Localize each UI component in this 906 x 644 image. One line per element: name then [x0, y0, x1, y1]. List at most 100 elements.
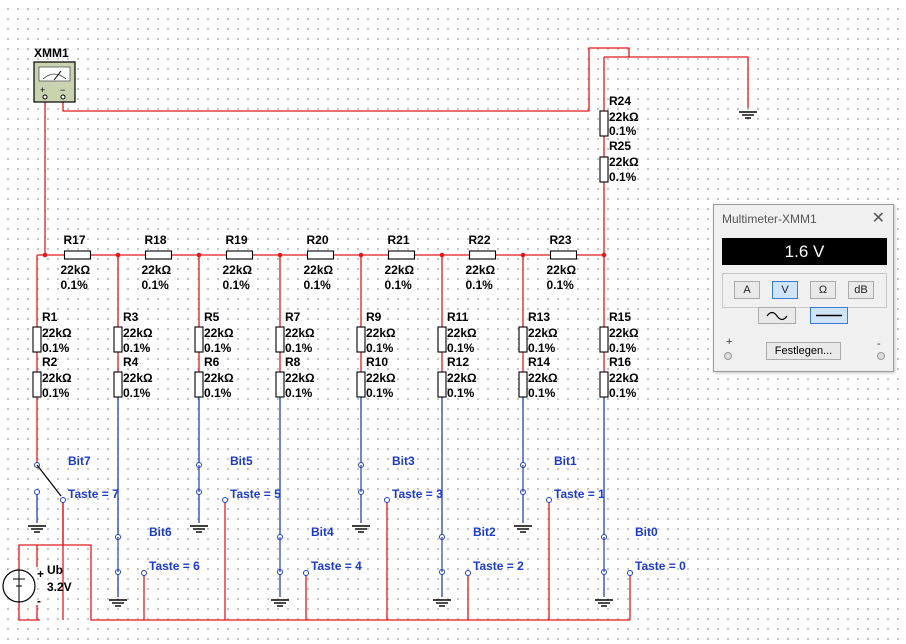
- resistor-tolerance: 0.1%: [123, 341, 151, 355]
- resistor-r24: [599, 110, 609, 137]
- resistor-label: R10: [366, 355, 388, 369]
- resistor-label: R4: [123, 355, 139, 369]
- switch-contact: [34, 489, 40, 495]
- meter-needle: [53, 70, 62, 81]
- wire-source-plus: [18, 544, 37, 570]
- resistor-value: 22kΩ: [285, 371, 315, 385]
- resistor-value: 22kΩ: [204, 371, 234, 385]
- junction-dot: [196, 252, 202, 258]
- resistor-label: R20: [307, 233, 329, 247]
- mode-button-ampere[interactable]: A: [734, 281, 760, 299]
- meter-terminal: [60, 94, 66, 100]
- resistor-label: R18: [145, 233, 167, 247]
- ground-icon: [433, 599, 451, 607]
- resistor-value: 22kΩ: [223, 263, 253, 277]
- resistor-tolerance: 0.1%: [609, 124, 637, 138]
- resistor-tolerance: 0.1%: [528, 341, 556, 355]
- wire-meter-minus: [62, 47, 749, 112]
- resistor-tolerance: 0.1%: [609, 341, 637, 355]
- switch-bit-label: Bit1: [554, 454, 577, 468]
- resistor-tolerance: 0.1%: [547, 278, 575, 292]
- resistor-label: R24: [609, 94, 631, 108]
- multimeter-title: Multimeter-XMM1: [722, 212, 817, 226]
- settings-button[interactable]: Festlegen...: [766, 342, 841, 360]
- resistor-tolerance: 0.1%: [304, 278, 332, 292]
- mode-button-ohm[interactable]: Ω: [810, 281, 836, 299]
- resistor-r25: [599, 156, 609, 183]
- resistor-label: R21: [388, 233, 410, 247]
- resistor-tolerance: 0.1%: [223, 278, 251, 292]
- resistor-r20: [306, 250, 335, 260]
- switch-contact: [627, 570, 633, 576]
- resistor-r4: [113, 371, 123, 398]
- resistor-value: 22kΩ: [609, 326, 639, 340]
- mode-button-db[interactable]: dB: [848, 281, 874, 299]
- resistor-label: R3: [123, 310, 139, 324]
- meter-terminal: [42, 94, 48, 100]
- switch-contact: [303, 570, 309, 576]
- resistor-value: 22kΩ: [385, 263, 415, 277]
- multimeter-icon: +−: [33, 61, 76, 103]
- resistor-label: R17: [64, 233, 86, 247]
- resistor-label: R8: [285, 355, 301, 369]
- ac-wave-button[interactable]: [758, 307, 796, 324]
- resistor-tolerance: 0.1%: [204, 341, 232, 355]
- resistor-tolerance: 0.1%: [466, 278, 494, 292]
- ac-wave-icon: [766, 311, 788, 321]
- resistor-tolerance: 0.1%: [204, 386, 232, 400]
- resistor-value: 22kΩ: [204, 326, 234, 340]
- resistor-tolerance: 0.1%: [42, 341, 70, 355]
- resistor-tolerance: 0.1%: [285, 341, 313, 355]
- resistor-value: 22kΩ: [123, 371, 153, 385]
- resistor-label: R9: [366, 310, 382, 324]
- resistor-label: R23: [550, 233, 572, 247]
- resistor-tolerance: 0.1%: [366, 341, 394, 355]
- resistor-tolerance: 0.1%: [366, 386, 394, 400]
- ground-icon: [271, 599, 289, 607]
- mode-button-volt[interactable]: V: [772, 281, 798, 299]
- switch-bit-label: Bit6: [149, 525, 172, 539]
- switch-key-label: Taste = 7: [68, 487, 119, 501]
- resistor-label: R5: [204, 310, 220, 324]
- source-plus: +: [37, 567, 44, 581]
- switch-bit-label: Bit2: [473, 525, 496, 539]
- dc-line-button[interactable]: [810, 307, 848, 324]
- resistor-r12: [437, 371, 447, 398]
- resistor-tolerance: 0.1%: [385, 278, 413, 292]
- ground-icon: [109, 599, 127, 607]
- resistor-r7: [275, 326, 285, 353]
- resistor-tolerance: 0.1%: [609, 170, 637, 184]
- plus-terminal[interactable]: [724, 352, 732, 360]
- switch-key-label: Taste = 0: [635, 559, 686, 573]
- resistor-value: 22kΩ: [447, 326, 477, 340]
- resistor-value: 22kΩ: [447, 371, 477, 385]
- plus-terminal-label: +: [726, 336, 733, 348]
- switch-key-label: Taste = 3: [392, 487, 443, 501]
- multimeter-window[interactable]: Multimeter-XMM1 ✕ 1.6 V A V Ω dB + Festl…: [713, 204, 894, 372]
- resistor-value: 22kΩ: [366, 326, 396, 340]
- resistor-value: 22kΩ: [42, 326, 72, 340]
- switch-key-label: Taste = 1: [554, 487, 605, 501]
- minus-terminal[interactable]: [877, 352, 885, 360]
- switch-contact: [384, 497, 390, 503]
- wire-return-bus: [62, 500, 630, 621]
- resistor-tolerance: 0.1%: [447, 386, 475, 400]
- resistor-r6: [194, 371, 204, 398]
- resistor-r9: [356, 326, 366, 353]
- resistor-r21: [387, 250, 416, 260]
- switch-contact: [546, 497, 552, 503]
- resistor-tolerance: 0.1%: [285, 386, 313, 400]
- close-icon[interactable]: ✕: [871, 210, 885, 227]
- wire-source-minus: [18, 602, 37, 621]
- resistor-r11: [437, 326, 447, 353]
- resistor-value: 22kΩ: [466, 263, 496, 277]
- resistor-value: 22kΩ: [123, 326, 153, 340]
- ground-icon: [739, 111, 757, 119]
- switch-bit-label: Bit7: [68, 454, 91, 468]
- junction-dot: [358, 252, 364, 258]
- resistor-r15: [599, 326, 609, 353]
- resistor-r18: [144, 250, 173, 260]
- switch-bit-label: Bit0: [635, 525, 658, 539]
- resistor-r5: [194, 326, 204, 353]
- resistor-r3: [113, 326, 123, 353]
